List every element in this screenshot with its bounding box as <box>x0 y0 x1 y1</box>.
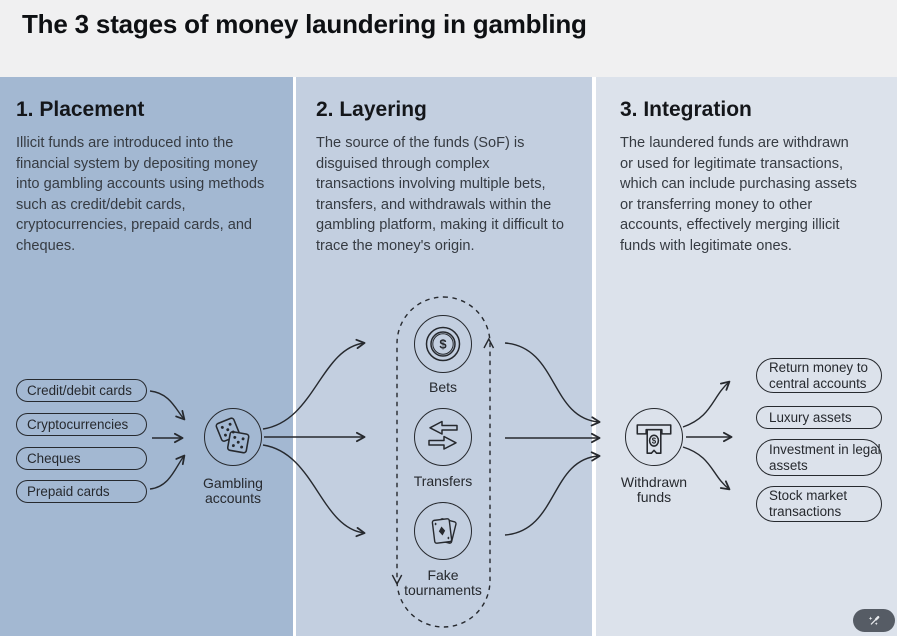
dice-icon <box>215 417 250 454</box>
placement-heading: 1. Placement <box>16 98 145 121</box>
withdrawn-funds-node: $ <box>625 408 683 466</box>
column-divider <box>592 77 596 636</box>
column-integration: 3. Integration The laundered funds are w… <box>596 77 897 636</box>
magic-wand-button[interactable] <box>853 609 895 632</box>
pill-stock-market: Stock market transactions <box>756 486 882 522</box>
pill-luxury-assets: Luxury assets <box>756 406 882 429</box>
pill-cryptocurrencies: Cryptocurrencies <box>16 413 147 436</box>
page-title: The 3 stages of money laundering in gamb… <box>22 9 587 39</box>
withdrawn-funds-label: Withdrawn funds <box>620 474 688 505</box>
magic-wand-icon <box>868 615 879 626</box>
column-divider <box>293 77 296 636</box>
pill-label: Luxury assets <box>769 409 852 425</box>
pill-credit-debit-cards: Credit/debit cards <box>16 379 147 402</box>
pill-label: Return money to central accounts <box>769 359 868 391</box>
transfers-label: Transfers <box>413 473 473 489</box>
coin-dollar-glyph: $ <box>439 337 447 352</box>
pill-investment-legal-assets: Investment in legal assets <box>756 439 882 476</box>
withdraw-dollar-glyph: $ <box>652 437 657 446</box>
fake-tournaments-node <box>414 502 472 560</box>
pill-label: Investment in legal assets <box>769 441 881 473</box>
atm-withdrawal-icon: $ <box>636 424 672 454</box>
pill-label: Prepaid cards <box>27 483 110 499</box>
bets-label: Bets <box>428 379 457 395</box>
transfers-node <box>414 408 472 466</box>
swap-arrows-icon <box>428 420 458 450</box>
pill-return-money: Return money to central accounts <box>756 358 882 393</box>
pill-label: Cryptocurrencies <box>27 416 129 432</box>
pill-label: Cheques <box>27 450 81 466</box>
pill-prepaid-cards: Prepaid cards <box>16 480 147 503</box>
pill-label: Credit/debit cards <box>27 382 132 398</box>
pill-cheques: Cheques <box>16 447 147 470</box>
layering-heading: 2. Layering <box>316 98 427 121</box>
gambling-accounts-node <box>204 408 262 466</box>
placement-description: Illicit funds are introduced into the fi… <box>16 135 265 254</box>
column-placement: 1. Placement Illicit funds are introduce… <box>0 77 293 636</box>
fake-tournaments-label: Fake tournaments <box>404 567 482 598</box>
integration-description: The laundered funds are withdrawn or use… <box>620 135 857 254</box>
layering-description: The source of the funds (SoF) is disguis… <box>316 135 564 254</box>
coin-dollar-icon: $ <box>425 326 461 362</box>
pill-label: Stock market transactions <box>769 488 848 519</box>
integration-heading: 3. Integration <box>620 98 752 121</box>
header-bar: The 3 stages of money laundering in gamb… <box>0 0 897 77</box>
gambling-accounts-label: Gambling accounts <box>203 475 263 506</box>
bets-node: $ <box>414 315 472 373</box>
playing-cards-icon <box>431 518 457 544</box>
